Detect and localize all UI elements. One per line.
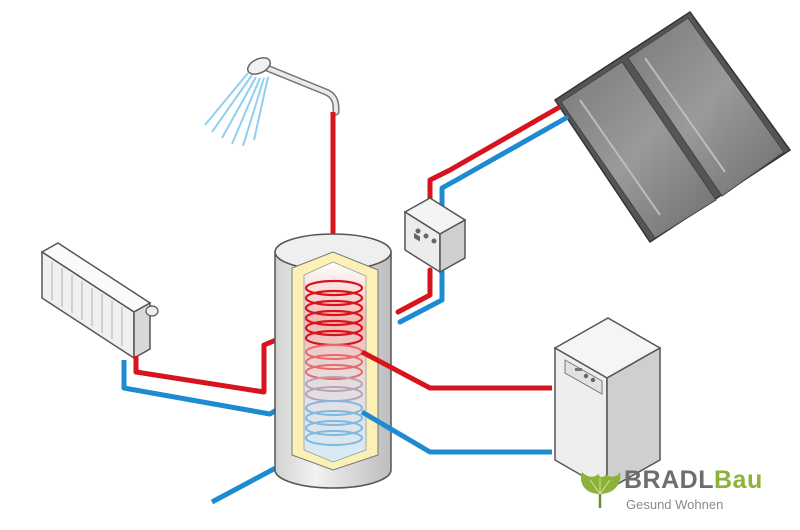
shower-icon [204,57,340,147]
brand-tagline: Gesund Wohnen [626,497,724,512]
ginkgo-leaf-icon [580,472,621,508]
solar-panel-icon [553,10,792,244]
controller-icon [403,197,467,274]
boiler-icon [553,317,662,492]
brand-name-part1: BRADL [624,466,714,494]
brand-name: BRADLBau [624,466,763,495]
radiator-icon [40,242,159,360]
brand-name-part2: Bau [714,466,763,494]
boiler-pipes [360,349,552,455]
brand-logo: BRADLBau Gesund Wohnen [576,464,796,524]
storage-tank-icon [274,233,392,489]
